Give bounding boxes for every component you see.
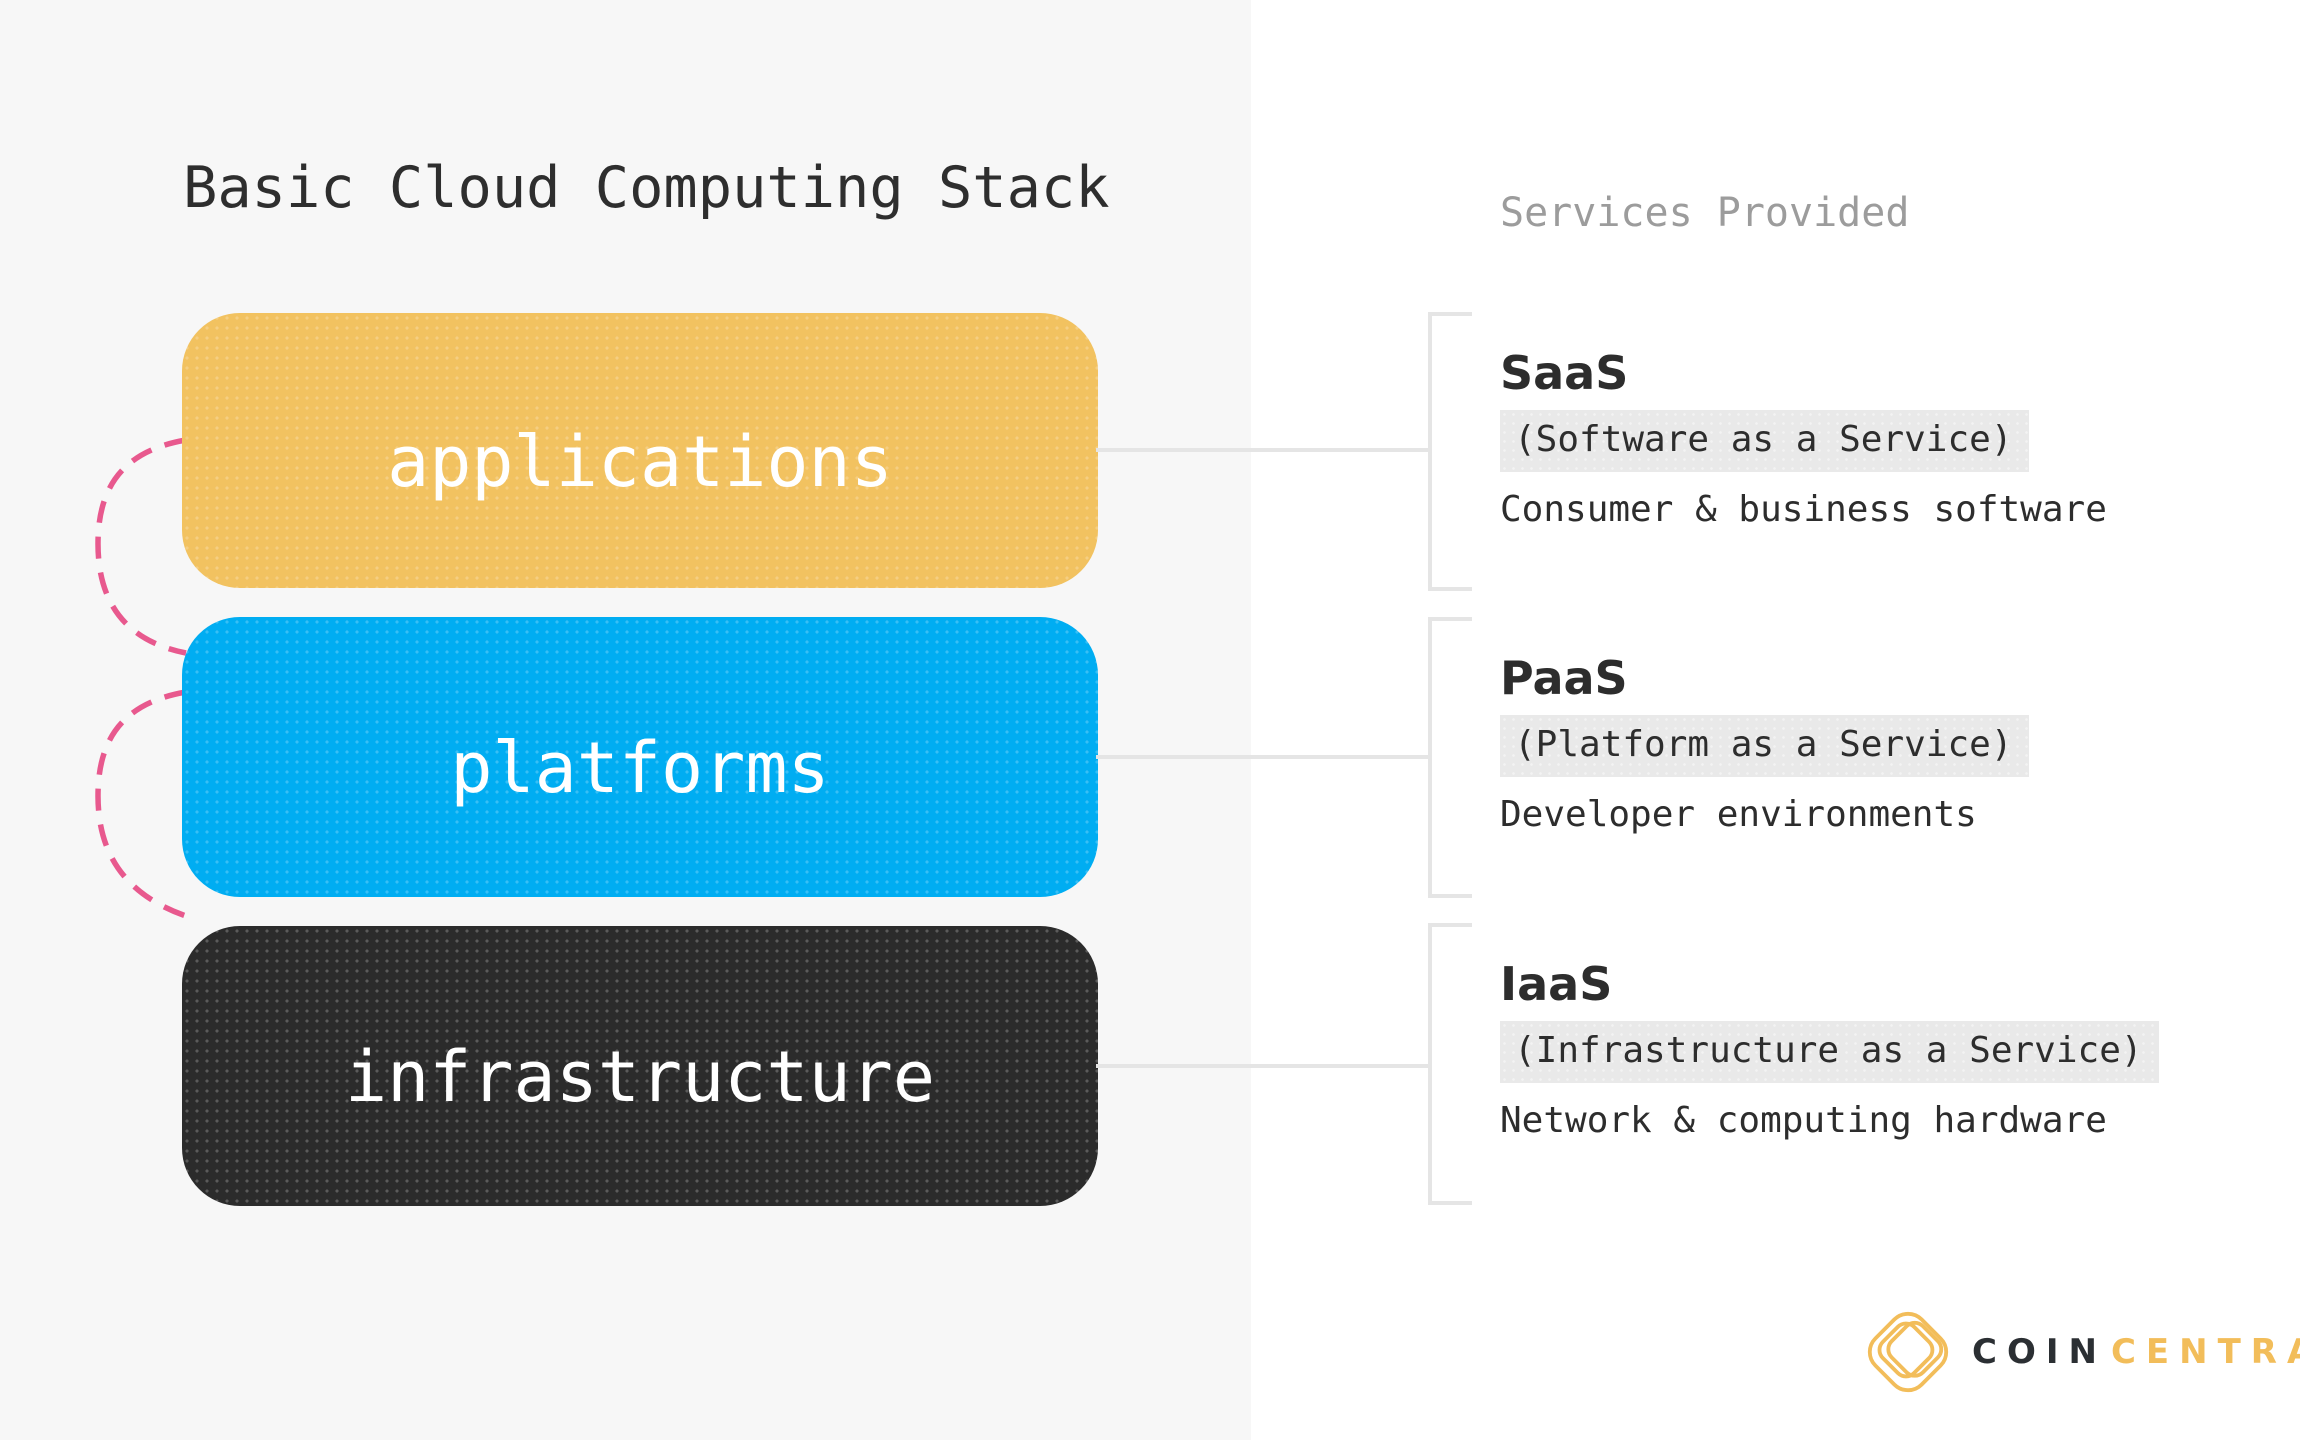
stack-box-label: infrastructure <box>344 1036 935 1118</box>
connector-platforms-infrastructure <box>95 689 187 919</box>
link-line-platforms-paas <box>1096 755 1430 759</box>
link-line-applications-saas <box>1096 448 1430 452</box>
bracket-paas <box>1428 617 1472 898</box>
service-name: IaaS <box>1500 957 1613 1011</box>
stack-box-label: platforms <box>450 727 830 809</box>
service-expansion: (Platform as a Service) <box>1500 715 2029 777</box>
services-provided-header: Services Provided <box>1500 190 1910 236</box>
stack-box-label: applications <box>387 420 893 503</box>
service-description: Developer environments <box>1500 794 1977 835</box>
service-expansion: (Software as a Service) <box>1500 410 2029 472</box>
service-name: SaaS <box>1500 346 1629 400</box>
stack-box-applications: applications <box>182 313 1098 588</box>
service-description: Network & computing hardware <box>1500 1100 2107 1141</box>
link-line-infrastructure-iaas <box>1096 1064 1430 1068</box>
coincentral-coin-icon <box>1867 1311 1949 1393</box>
coincentral-wordmark: COINCENTRAL <box>1972 1332 2300 1372</box>
service-block-paas: PaaS (Platform as a Service) Developer e… <box>1500 655 2290 836</box>
service-description: Consumer & business software <box>1500 489 2107 530</box>
stack-box-infrastructure: infrastructure <box>182 926 1098 1206</box>
stack-box-platforms: platforms <box>182 617 1098 897</box>
service-name: PaaS <box>1500 651 1628 705</box>
layer-connector-curves <box>95 437 187 919</box>
brand-word-central: CENTRAL <box>2110 1332 2300 1372</box>
service-block-iaas: IaaS (Infrastructure as a Service) Netwo… <box>1500 961 2290 1142</box>
brand-word-coin: COIN <box>1972 1332 2107 1372</box>
connector-applications-platforms <box>95 437 187 656</box>
bracket-saas <box>1428 312 1472 591</box>
bracket-iaas <box>1428 923 1472 1205</box>
page-title: Basic Cloud Computing Stack <box>183 155 1110 221</box>
coincentral-logo: COINCENTRAL <box>1860 1304 2300 1400</box>
service-expansion: (Infrastructure as a Service) <box>1500 1021 2159 1083</box>
service-block-saas: SaaS (Software as a Service) Consumer & … <box>1500 350 2290 531</box>
